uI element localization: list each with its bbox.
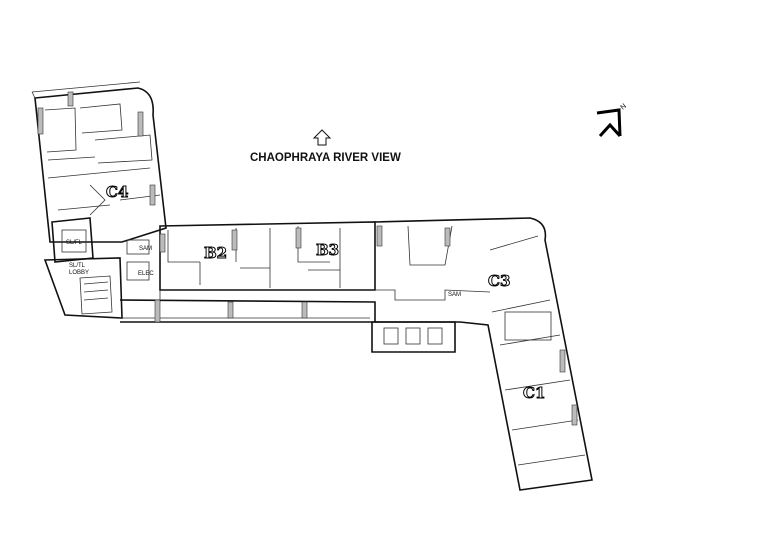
wing-c: SAM C3 C1 (374, 217, 593, 491)
balcony-center (371, 321, 456, 353)
lobby-label-1: SL/TL (69, 263, 86, 269)
unit-c4-label: C4 (106, 183, 128, 201)
north-label: N (620, 103, 628, 112)
wing-b: B2 B3 (119, 221, 376, 323)
unit-c3-label: C3 (488, 272, 510, 290)
sam-right-label: SAM (448, 292, 461, 298)
sam-left-label: SAM (139, 246, 152, 252)
river-view-label: CHAOPHRAYA RIVER VIEW (250, 152, 401, 164)
unit-c1-label: C1 (523, 384, 545, 402)
core-left: SL/FL SL/TL LOBBY SAM ELEC (43, 217, 154, 319)
unit-b3-label: B3 (316, 241, 339, 259)
up-arrow-icon (312, 129, 332, 146)
north-arrow-icon: N (596, 103, 628, 138)
unit-b2-label: B2 (204, 244, 227, 262)
sl-fl-label: SL/FL (66, 240, 83, 246)
lobby-label-2: LOBBY (69, 270, 89, 276)
wing-c4: C4 (31, 81, 167, 243)
elec-label: ELEC (138, 271, 154, 277)
